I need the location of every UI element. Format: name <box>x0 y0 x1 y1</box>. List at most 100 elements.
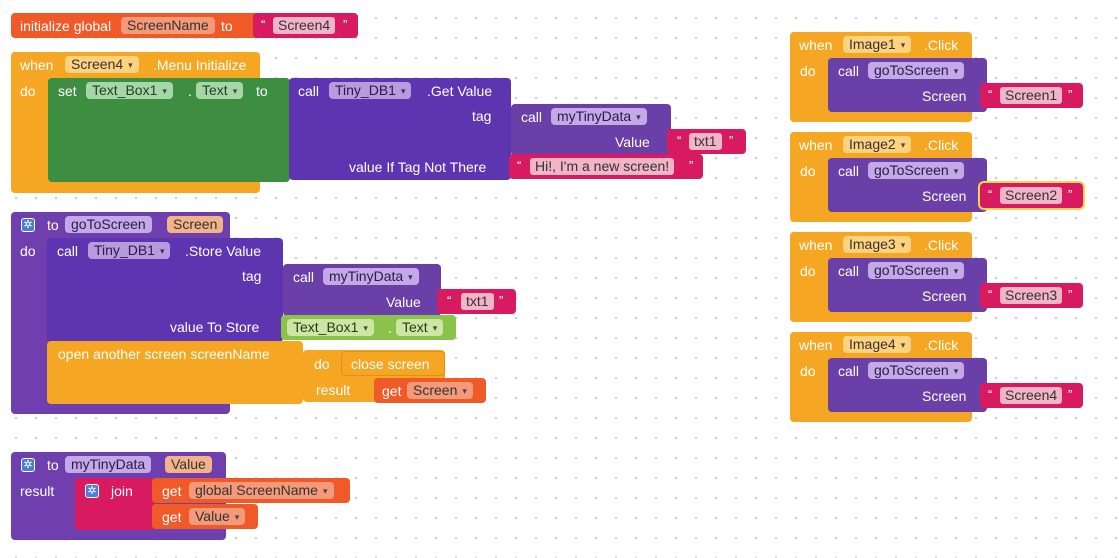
procedure-name-field[interactable]: myTinyData <box>65 456 152 473</box>
proc-dropdown[interactable]: goToScreen▾ <box>868 362 965 379</box>
tinydb-storevalue-block[interactable]: call Tiny_DB1▾ .Store Value tag value To… <box>47 238 283 342</box>
dropdown-arrow-icon: ▾ <box>162 86 167 96</box>
mytinydata-call-block[interactable]: call myTinyData▾ Value <box>511 104 671 156</box>
set-textbox-block[interactable]: set Text_Box1▾ . Text▾ to <box>48 78 290 182</box>
proc-dropdown[interactable]: myTinyData▾ <box>323 268 419 285</box>
tinydb-getvalue-block[interactable]: call Tiny_DB1▾ .Get Value tag value If T… <box>289 78 511 180</box>
not-there-label: value If Tag Not There <box>349 159 487 175</box>
screen-text-value[interactable]: Screen2 <box>1000 187 1063 204</box>
event-component-dropdown[interactable]: Screen4▾ <box>65 56 139 73</box>
mytinydata-call-block-2[interactable]: call myTinyData▾ Value <box>283 264 441 316</box>
call-label: call <box>521 109 543 125</box>
text-value-txt1[interactable]: txt1 <box>461 293 494 310</box>
screen-text-block[interactable]: “ Screen4 ” <box>980 383 1083 408</box>
gotoscreen-call-block[interactable]: call goToScreen▾ Screen <box>828 358 987 412</box>
text-value-new-screen[interactable]: Hi!, I'm a new screen! <box>530 158 675 175</box>
when-label: when <box>20 57 54 73</box>
text-txt1-block-2[interactable]: “ txt1 ” <box>437 289 516 314</box>
get-var-dropdown[interactable]: Value▾ <box>189 508 246 525</box>
when-label: when <box>799 137 833 153</box>
quote-close: ” <box>499 293 504 308</box>
proc-dropdown[interactable]: myTinyData▾ <box>551 108 647 125</box>
gear-icon[interactable]: ✲ <box>85 484 99 498</box>
screen-text-value[interactable]: Screen1 <box>1000 87 1063 104</box>
join-block[interactable]: ✲ join <box>75 478 155 530</box>
open-screen-label: open another screen screenName <box>58 346 270 362</box>
dropdown-arrow-icon: ▾ <box>900 240 906 250</box>
quote-close: ” <box>1068 187 1073 202</box>
screen-text-block[interactable]: “ Screen1 ” <box>980 83 1083 108</box>
global-var-name-field[interactable]: ScreenName <box>121 17 215 34</box>
dropdown-arrow-icon: ▾ <box>953 166 959 176</box>
get-screen-block[interactable]: get Screen▾ <box>374 378 486 403</box>
get-var-dropdown[interactable]: global ScreenName▾ <box>189 482 334 499</box>
call-label: call <box>838 263 860 279</box>
event-component-dropdown[interactable]: Image4▾ <box>843 336 912 353</box>
procedure-param-field[interactable]: Value <box>165 456 212 473</box>
textbox-text-getter-block[interactable]: Text_Box1▾ . Text▾ <box>281 315 456 340</box>
proc-dropdown[interactable]: goToScreen▾ <box>868 162 965 179</box>
quote-close: ” <box>729 133 734 148</box>
getter-component-dropdown[interactable]: Text_Box1▾ <box>287 319 374 336</box>
get-global-screenname-block[interactable]: get global ScreenName▾ <box>152 478 350 503</box>
dropdown-arrow-icon: ▾ <box>363 323 368 333</box>
dropdown-arrow-icon: ▾ <box>900 340 906 350</box>
event-component-dropdown[interactable]: Image2▾ <box>843 136 912 153</box>
set-component-dropdown[interactable]: Text_Box1▾ <box>86 82 173 99</box>
call-label: call <box>298 83 320 99</box>
call-label: call <box>57 243 79 259</box>
procedure-name-field[interactable]: goToScreen <box>65 216 152 233</box>
db-component-dropdown[interactable]: Tiny_DB1▾ <box>329 82 412 99</box>
gotoscreen-call-block[interactable]: call goToScreen▾ Screen <box>828 58 987 112</box>
gotoscreen-call-block[interactable]: call goToScreen▾ Screen <box>828 158 987 212</box>
init-global-text-block[interactable]: “ Screen4 ” <box>253 13 358 38</box>
gear-icon[interactable]: ✲ <box>21 458 35 472</box>
text-value-txt1[interactable]: txt1 <box>689 133 722 150</box>
gotoscreen-call-block[interactable]: call goToScreen▾ Screen <box>828 258 987 312</box>
db-component-dropdown[interactable]: Tiny_DB1▾ <box>88 242 171 259</box>
procedure-param-field[interactable]: Screen <box>167 216 224 233</box>
screen-text-value[interactable]: Screen4 <box>1000 387 1063 404</box>
getter-dot-label: . <box>388 320 392 336</box>
event-name-label: .Click <box>924 237 959 253</box>
quote-open: “ <box>988 287 993 302</box>
to-label: to <box>47 217 59 233</box>
db-method-label: .Get Value <box>427 83 493 99</box>
set-label: set <box>58 83 77 99</box>
text-txt1-block[interactable]: “ txt1 ” <box>667 129 746 154</box>
event-name-label: .Click <box>924 37 959 53</box>
screen-text-block[interactable]: “ Screen2 ” <box>980 183 1083 208</box>
event-name-label: .Click <box>924 337 959 353</box>
set-dot-label: . <box>188 83 192 99</box>
dropdown-arrow-icon: ▾ <box>462 386 467 396</box>
gear-icon[interactable]: ✲ <box>21 218 35 232</box>
screen-arg-label: Screen <box>922 188 967 204</box>
event-component-dropdown[interactable]: Image3▾ <box>843 236 912 253</box>
event-component-dropdown[interactable]: Image1▾ <box>843 36 912 53</box>
do-label: do <box>800 363 816 379</box>
proc-dropdown[interactable]: goToScreen▾ <box>868 62 965 79</box>
set-property-dropdown[interactable]: Text▾ <box>196 82 244 99</box>
proc-dropdown[interactable]: goToScreen▾ <box>868 262 965 279</box>
get-value-block[interactable]: get Value▾ <box>152 504 258 529</box>
value-arg-label: Value <box>386 294 421 310</box>
init-global-text-value[interactable]: Screen4 <box>273 17 336 34</box>
quote-open: “ <box>988 87 993 102</box>
join-label: join <box>111 483 133 499</box>
screen-text-value[interactable]: Screen3 <box>1000 287 1063 304</box>
open-another-screen-block[interactable]: open another screen screenName <box>47 341 303 404</box>
get-label: get <box>382 383 402 399</box>
screen-text-block[interactable]: “ Screen3 ” <box>980 283 1083 308</box>
quote-open: “ <box>517 158 522 173</box>
get-var-dropdown[interactable]: Screen▾ <box>407 382 473 399</box>
quote-close: ” <box>1068 87 1073 102</box>
text-new-screen-block[interactable]: “ Hi!, I'm a new screen! ” <box>509 154 703 179</box>
quote-open: “ <box>677 133 682 148</box>
dropdown-arrow-icon: ▾ <box>128 60 133 70</box>
call-label: call <box>293 269 315 285</box>
dropdown-arrow-icon: ▾ <box>400 86 406 96</box>
getter-property-dropdown[interactable]: Text▾ <box>396 319 444 336</box>
init-global-block[interactable]: initialize global ScreenName to <box>11 13 259 38</box>
do-label: do <box>20 243 36 259</box>
close-screen-block[interactable]: close screen <box>341 351 445 376</box>
